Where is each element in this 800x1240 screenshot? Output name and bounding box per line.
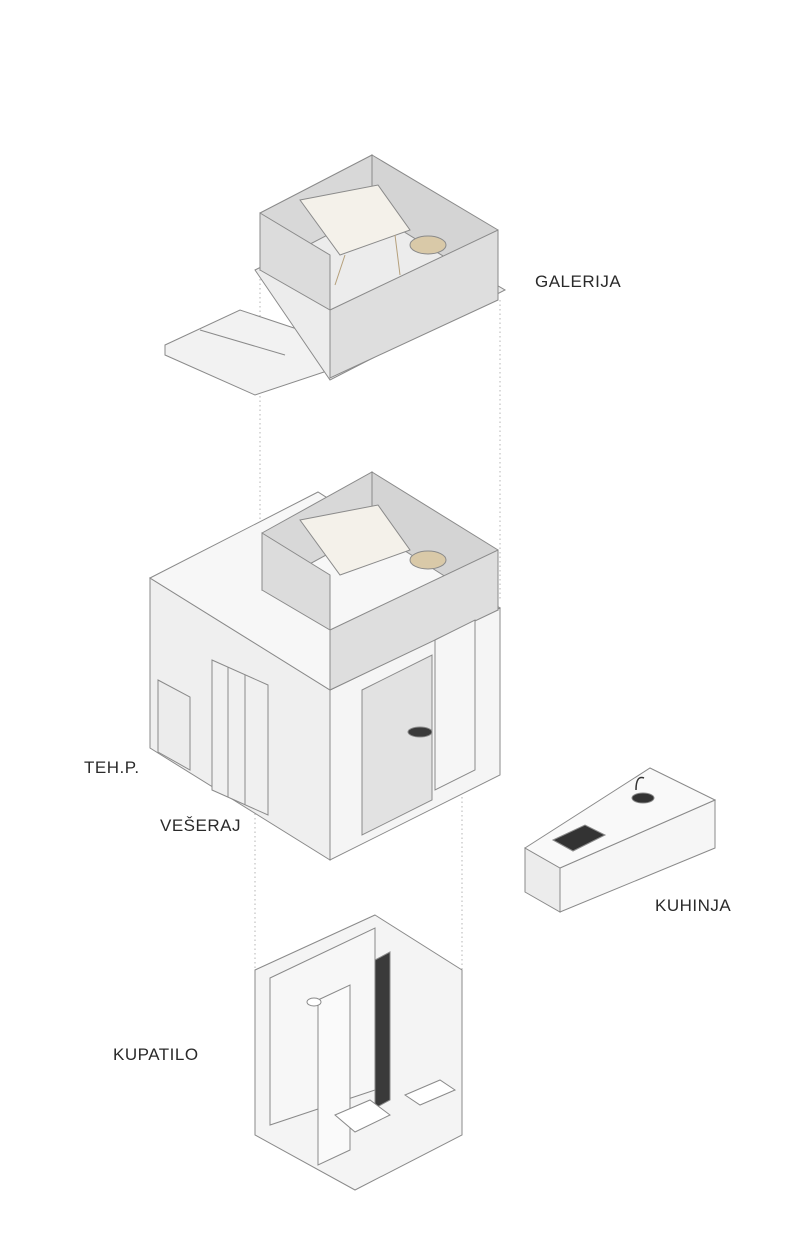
projection-guides xyxy=(254,270,501,970)
drafting-table xyxy=(299,184,411,256)
kitchen-sink xyxy=(631,792,655,804)
shower-partition xyxy=(317,984,351,1166)
bathroom-door xyxy=(374,951,391,1109)
shower-head xyxy=(306,997,322,1007)
gallery-front-wall xyxy=(329,229,499,379)
kitchen-niche xyxy=(361,654,433,836)
faucet xyxy=(635,776,645,791)
technical-room-doors xyxy=(157,679,191,771)
toilet xyxy=(334,1099,391,1133)
label-bathroom: KUPATILO xyxy=(113,1045,199,1064)
folding-doors xyxy=(211,659,269,816)
main-gallery-side xyxy=(261,532,331,631)
right-door xyxy=(434,619,476,791)
cooktop xyxy=(551,824,607,852)
label-tech-room: TEH.P. xyxy=(84,758,140,777)
kitchen-module xyxy=(524,767,717,913)
main-module xyxy=(148,471,502,861)
label-kitchen: KUHINJA xyxy=(655,896,732,915)
label-gallery: GALERIJA xyxy=(535,272,622,291)
washbasin xyxy=(403,1079,457,1106)
gallery-module xyxy=(164,154,507,396)
round-stool xyxy=(409,235,447,255)
main-gallery-front xyxy=(329,549,499,691)
bathroom-module xyxy=(254,914,463,1191)
label-laundry: VEŠERAJ xyxy=(160,816,241,835)
